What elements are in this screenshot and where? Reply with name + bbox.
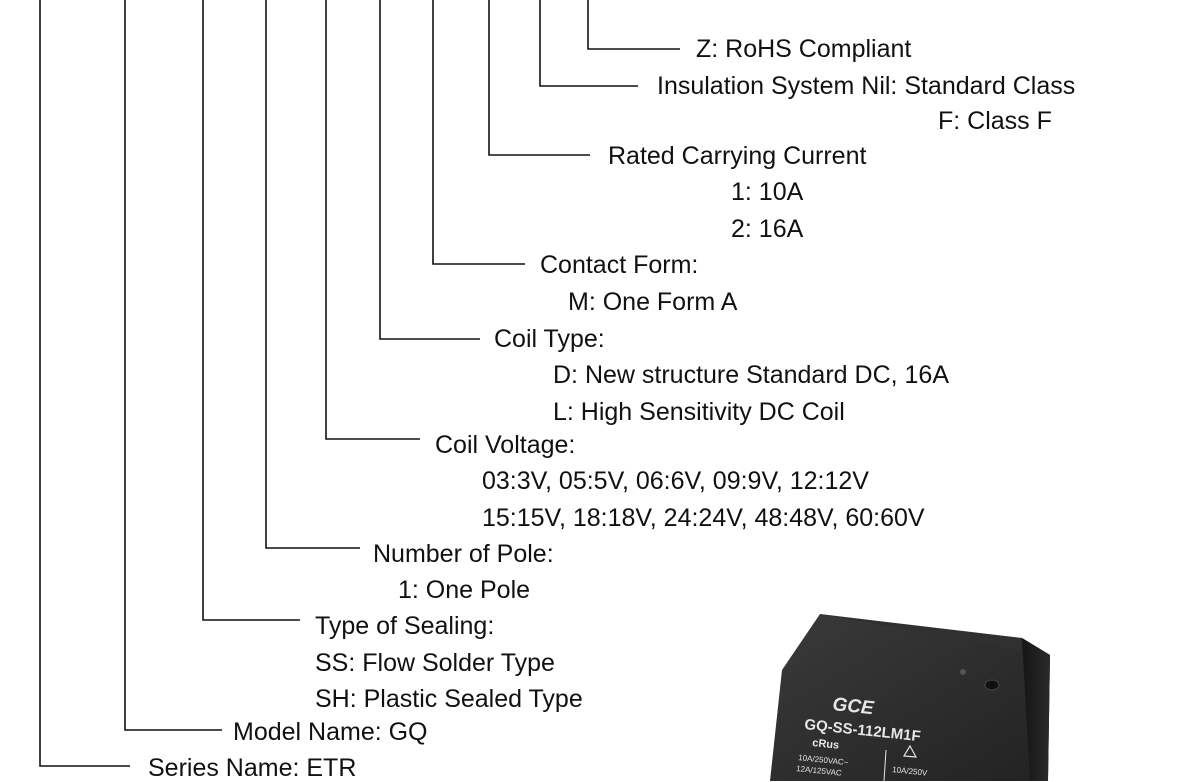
relay-vent-hole: [960, 669, 966, 675]
leader-coil-type: [379, 0, 480, 340]
relay-print-divider: [883, 749, 887, 781]
leader-rohs: [587, 0, 680, 50]
relay-logo: GCE: [831, 694, 875, 719]
leader-pole: [265, 0, 360, 549]
leader-current: [488, 0, 590, 156]
leader-coil-voltage: [325, 0, 420, 440]
rohs-label: Z: RoHS Compliant: [696, 35, 912, 63]
sealing-title: Type of Sealing:: [315, 612, 495, 640]
leader-insulation: [539, 0, 638, 87]
leader-series: [39, 0, 130, 767]
coil-voltage-options-2: 15:15V, 18:18V, 24:24V, 48:48V, 60:60V: [482, 504, 925, 532]
relay-cert-mark: cRus: [812, 737, 840, 752]
contact-form-title: Contact Form:: [540, 251, 699, 279]
current-option-1: 1: 10A: [731, 178, 804, 206]
relay-front-face: [770, 614, 1050, 781]
relay-rating-3: 10A/250V: [892, 765, 929, 778]
current-option-2: 2: 16A: [731, 215, 804, 243]
coil-type-title: Coil Type:: [494, 325, 605, 353]
coil-type-option-l: L: High Sensitivity DC Coil: [553, 398, 845, 426]
sealing-option-ss: SS: Flow Solder Type: [315, 649, 555, 677]
series-name: Series Name: ETR: [148, 754, 357, 782]
pole-option-1: 1: One Pole: [398, 576, 531, 604]
insulation-option-f: F: Class F: [938, 107, 1052, 135]
current-title: Rated Carrying Current: [608, 142, 867, 170]
leader-sealing: [202, 0, 300, 621]
insulation-title: Insulation System Nil: Standard Class: [657, 72, 1076, 100]
relay-side-face: [1022, 638, 1050, 781]
coil-voltage-options-1: 03:3V, 05:5V, 06:6V, 09:9V, 12:12V: [482, 467, 869, 495]
model-name: Model Name: GQ: [233, 718, 428, 746]
relay-product-image: GCE GQ-SS-112LM1F cRus 10A/250VAC~ 12A/1…: [770, 614, 1050, 781]
coil-type-option-d: D: New structure Standard DC, 16A: [553, 361, 949, 389]
contact-form-option-m: M: One Form A: [568, 288, 738, 316]
sealing-option-sh: SH: Plastic Sealed Type: [315, 685, 583, 713]
pole-title: Number of Pole:: [373, 540, 554, 568]
warning-triangle-icon: [902, 744, 918, 758]
leader-contact-form: [432, 0, 525, 265]
relay-marker-dot: [984, 679, 1000, 691]
coil-voltage-title: Coil Voltage:: [435, 431, 576, 459]
leader-model: [124, 0, 222, 731]
